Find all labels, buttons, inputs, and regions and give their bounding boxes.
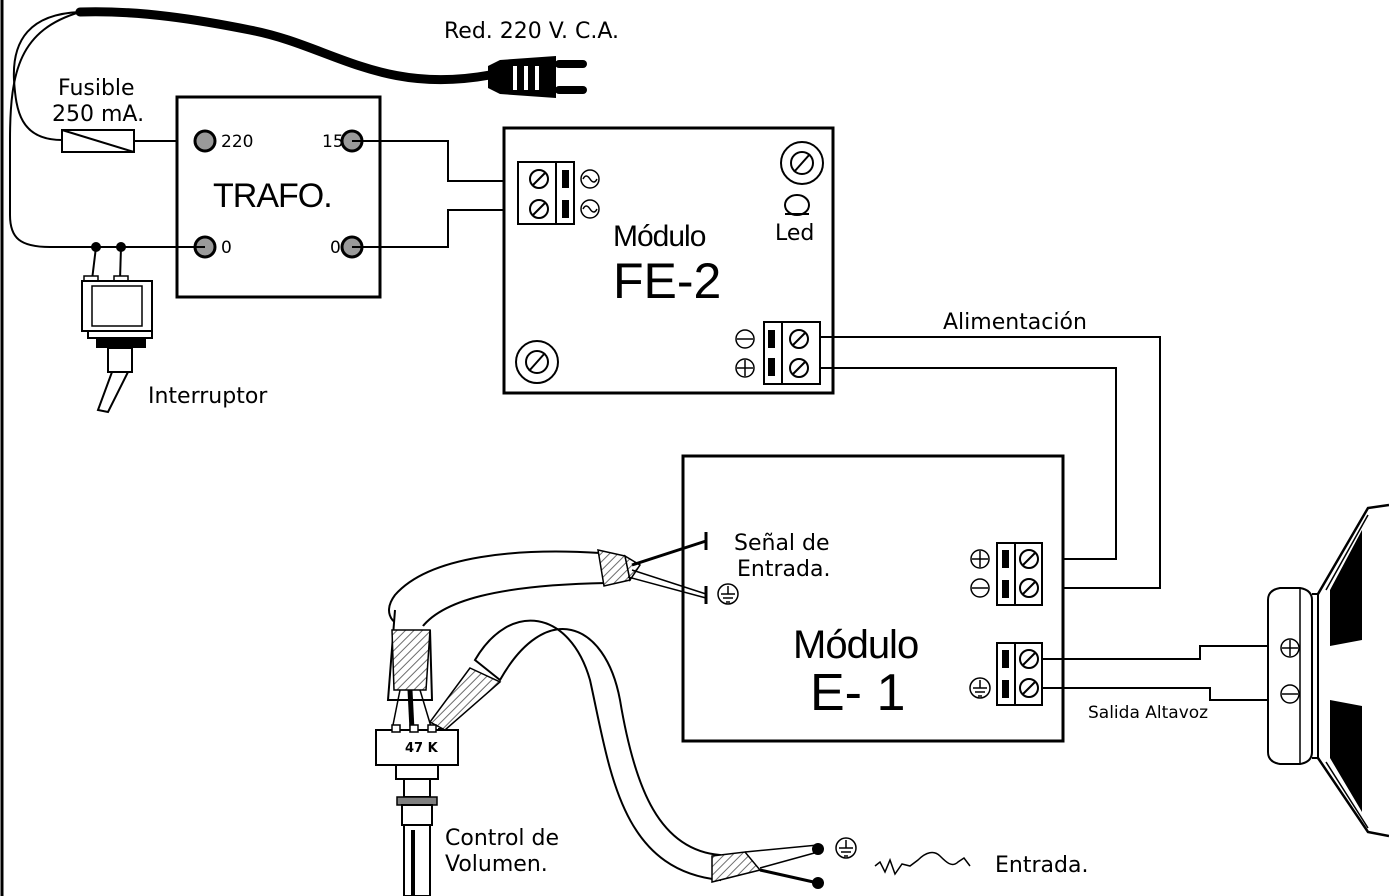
plus-symbol-icon [970, 549, 990, 569]
volume-label-line1: Control de [445, 826, 559, 851]
shielded-cable-lower [428, 619, 824, 889]
ground-symbol-icon [969, 677, 991, 699]
led-icon [784, 194, 810, 216]
potentiometer-icon [375, 724, 459, 896]
power-wire-minus [820, 336, 1161, 589]
module-e1 [681, 454, 1065, 743]
pot-value-label: 47 K [405, 741, 439, 756]
fuse-label-line1: Fusible [58, 76, 135, 101]
plus-symbol-icon [1280, 638, 1300, 658]
shielded-cable-upper [386, 539, 707, 731]
ac-wire-1 [352, 140, 541, 182]
minus-symbol-icon [970, 578, 990, 598]
power-wire-plus [820, 367, 1117, 560]
led-label: Led [775, 221, 814, 246]
trafo-pin-0-left-label: 0 [221, 238, 232, 258]
mains-cable [9, 7, 495, 248]
ground-symbol-icon [717, 583, 739, 605]
ac-symbol-icon [580, 169, 600, 219]
trafo-pin-0-right-label: 0 [330, 238, 341, 258]
speaker-wire-2 [1042, 687, 1270, 701]
fe2-module-code: FE-2 [613, 253, 721, 309]
trafo-label: TRAFO. [213, 177, 332, 215]
mains-plug-icon [488, 56, 587, 98]
switch-label: Interruptor [148, 384, 268, 409]
mounting-hole-icon [515, 141, 824, 384]
mains-label: Red. 220 V. C.A. [444, 19, 619, 44]
ground-symbol-icon [835, 837, 857, 859]
input-label: Entrada. [995, 853, 1088, 878]
switch-icon [81, 246, 153, 414]
trafo-pin-15-label: 15 [322, 132, 344, 152]
signal-label-line2: Entrada. [737, 557, 830, 582]
signal-label-line1: Señal de [734, 531, 830, 556]
e1-module-word: Módulo [793, 623, 918, 667]
ac-wire-2 [352, 209, 541, 248]
fuse-label-line2: 250 mA. [52, 102, 144, 127]
transformer [175, 95, 382, 299]
speaker-out-label: Salida Altavoz [1088, 703, 1208, 723]
fe2-module-word: Módulo [613, 220, 706, 253]
plus-symbol-icon [735, 358, 755, 378]
volume-label-line2: Volumen. [445, 852, 548, 877]
signal-wave-icon [874, 851, 971, 876]
speaker-wire-1 [1042, 645, 1270, 660]
speaker-icon [1267, 503, 1389, 838]
module-fe2 [502, 126, 835, 395]
trafo-pin-220 [193, 129, 217, 153]
fuse-icon [61, 129, 135, 153]
trafo-pin-220-label: 220 [221, 132, 253, 152]
minus-symbol-icon [735, 329, 755, 349]
power-label: Alimentación [943, 310, 1087, 335]
minus-symbol-icon [1280, 684, 1300, 704]
e1-module-code: E- 1 [810, 664, 905, 722]
